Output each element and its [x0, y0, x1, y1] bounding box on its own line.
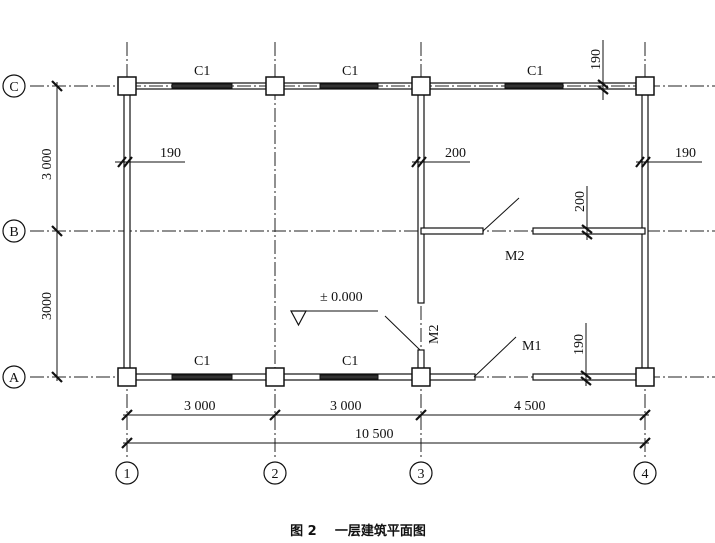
dim-tick [639, 437, 651, 449]
dim-tick [51, 371, 63, 383]
dim-tick [121, 437, 133, 449]
window-c1 [319, 374, 379, 380]
dim-tick [581, 230, 593, 240]
axis-label: B [9, 225, 18, 240]
dim-tick [121, 409, 133, 421]
dim-tick [415, 409, 427, 421]
axis-label: A [9, 371, 20, 386]
column [265, 367, 285, 387]
dim-label: 4 500 [514, 399, 546, 414]
axis-label: 4 [642, 467, 649, 482]
vertical-dimension-chain: 3 000 3000 [40, 80, 63, 383]
column [411, 76, 431, 96]
axis-bubble-1: 1 [115, 461, 139, 485]
dim-tick [580, 376, 592, 386]
door-label: M1 [522, 339, 541, 354]
dim-tick [123, 156, 133, 168]
horizontal-dimension-chain: 3 000 3 000 4 500 10 500 [121, 399, 651, 449]
dim-tick [639, 409, 651, 421]
axis-bubble-a: A [2, 365, 26, 389]
wall-thickness-label: 190 [160, 146, 181, 161]
figure-caption: 图 2 一层建筑平面图 [290, 523, 426, 539]
window-label: C1 [194, 354, 210, 369]
axis-lines [30, 42, 715, 460]
axis-label: 3 [418, 467, 425, 482]
leader-line [473, 336, 517, 378]
dim-label: 3 000 [330, 399, 362, 414]
wall-thickness-label: 190 [675, 146, 696, 161]
wall-thickness-label: 200 [445, 146, 466, 161]
window-c1 [319, 83, 379, 89]
dim-tick [641, 156, 651, 168]
column [635, 76, 655, 96]
dim-label: 10 500 [355, 427, 394, 442]
door-label: M2 [427, 325, 442, 344]
dim-tick [269, 409, 281, 421]
axis-bubble-c: C [2, 74, 26, 98]
dim-label: 3 000 [184, 399, 216, 414]
level-triangle-icon [289, 310, 308, 327]
axis-label: 2 [272, 467, 279, 482]
wall-axis-b-left [420, 227, 484, 235]
column [411, 367, 431, 387]
axis-bubble-3: 3 [409, 461, 433, 485]
window-label: C1 [527, 64, 543, 79]
window-c1 [171, 374, 233, 380]
column [635, 367, 655, 387]
columns [117, 76, 655, 387]
dim-tick [580, 370, 592, 380]
axis-bubble-b: B [2, 219, 26, 243]
window-label: C1 [194, 64, 210, 79]
dim-tick [597, 85, 609, 95]
level-value: ± 0.000 [320, 290, 363, 305]
leader-line [384, 315, 421, 351]
level-mark: ± 0.000 [289, 290, 378, 327]
dim-tick [117, 156, 127, 168]
wall-axis-1 [123, 85, 131, 378]
dim-label: 3 000 [40, 149, 55, 181]
leader-line [482, 197, 520, 232]
axis-label: C [9, 80, 18, 95]
axis-bubble-2: 2 [263, 461, 287, 485]
window-c1 [171, 83, 233, 89]
dim-tick [581, 224, 593, 234]
column [117, 367, 137, 387]
axis-label: 1 [124, 467, 131, 482]
window-label: C1 [342, 354, 358, 369]
dim-tick [51, 80, 63, 92]
dim-label: 3000 [40, 292, 55, 320]
window-label: C1 [342, 64, 358, 79]
dim-tick [411, 156, 421, 168]
dim-tick [417, 156, 427, 168]
wall-axis-3-upper [417, 85, 425, 304]
dim-tick [51, 225, 63, 237]
column [117, 76, 137, 96]
wall-thickness-label: 190 [572, 334, 587, 355]
windows [171, 83, 564, 380]
axis-bubble-4: 4 [633, 461, 657, 485]
column [265, 76, 285, 96]
wall-thickness-label: 190 [589, 49, 604, 70]
dim-tick [635, 156, 645, 168]
door-label: M2 [505, 249, 524, 264]
dim-tick [597, 79, 609, 89]
wall-thickness-label: 200 [573, 191, 588, 212]
window-c1 [504, 83, 564, 89]
